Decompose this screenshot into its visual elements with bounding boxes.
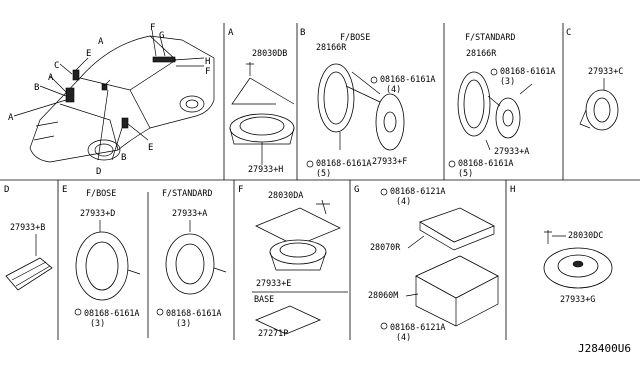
section-b-letter: B [300,28,305,38]
screw-qty-g-bottom: (4) [396,332,411,342]
diagram-code: J28400U6 [578,342,631,355]
speaker-label-27933a-e: 27933+A [172,208,207,218]
section-b2-title: F/STANDARD [465,32,515,42]
section-c: C 27933+C [566,28,623,131]
speaker-label-27933e: 27933+E [256,278,291,288]
screw-label-top-std: 08168-6161A [500,66,555,76]
speaker-label-27933a-b: 27933+A [494,146,529,156]
section-g: G 08168-6121A (4) 28070R 28060M 08168-61… [354,185,499,342]
car-callout-e1: E [86,49,91,59]
screw-label-g-bottom: 08168-6121A [390,322,445,332]
section-e-letter: E [62,185,67,195]
section-c-letter: C [566,28,571,38]
car-callout-b1: B [34,83,39,93]
section-h-letter: H [510,185,515,195]
screw-qty-e-bose: (3) [90,318,105,328]
car-callout-a3: A [98,37,104,47]
bolt-label-28030dc: 28030DC [568,230,603,240]
speaker-label-27933d: 27933+D [80,208,115,218]
screw-qty-g-top: (4) [396,196,411,206]
car-callout-d: D [96,167,101,177]
speaker-label-27933f: 27933+F [372,156,407,166]
pad-label-27271p: 27271P [258,328,288,338]
section-f: F 28030DA 27933+E BASE 27271P [238,185,341,338]
section-f-letter: F [238,185,243,195]
bracket-label-28166r-std: 28166R [466,48,497,58]
section-b-title: F/BOSE [340,32,370,42]
screw-label-e-std: 08168-6161A [166,308,221,318]
section-h: H 28030DC 27933+G [510,185,613,304]
car-callout-g: G [159,31,164,41]
speaker-label-27933h: 27933+H [248,164,283,174]
section-e-title: F/BOSE [86,188,116,198]
screw-label-e-bose: 08168-6161A [84,308,139,318]
car-callout-f1: F [150,23,155,33]
screw-label-bottom-bose: 08168-6161A [316,158,371,168]
car-callout-a1: A [48,73,54,83]
bolt-label-28030da: 28030DA [268,190,303,200]
screw-qty-bottom-bose: (5) [316,168,331,178]
screw-qty-top-std: (3) [500,76,515,86]
speaker-label-27933g: 27933+G [560,294,595,304]
section-d: D 27933+B [4,185,53,291]
screw-qty-e-std: (3) [176,318,191,328]
amp-label-28060m: 28060M [368,290,398,300]
car-callout-a2: A [8,113,14,123]
section-a: A 28030DB 27933+H [228,28,295,174]
section-b-bose: B F/BOSE 28166R 08168-6161A (4) 27933+F … [300,28,435,178]
car-callout-h: H [205,57,210,67]
car-callout-f2: F [205,67,210,77]
speaker-label-27933c: 27933+C [588,66,623,76]
section-g-letter: G [354,185,359,195]
base-title: BASE [254,294,274,304]
screw-qty-top-bose: (4) [386,84,401,94]
screw-label-g-top: 08168-6121A [390,186,445,196]
vehicle-overview: A B C A E A F G H F B E D [8,23,215,177]
screw-label-bottom-std: 08168-6161A [458,158,513,168]
bracket-label-28166r-bose: 28166R [316,42,347,52]
speaker-label-27933b: 27933+B [10,222,45,232]
section-e2-title: F/STANDARD [162,188,212,198]
bolt-label-28030db: 28030DB [252,48,287,58]
car-callout-e2: E [148,143,153,153]
car-callout-c: C [54,61,59,71]
section-a-letter: A [228,28,234,38]
screw-qty-bottom-std: (5) [458,168,473,178]
bracket-label-28070r: 28070R [370,242,401,252]
section-e-bose: E F/BOSE 27933+D 08168-6161A (3) [62,185,141,328]
section-dividers [0,23,640,340]
car-callout-b2: B [121,153,126,163]
section-e-standard: F/STANDARD 27933+A 08168-6161A (3) [156,188,227,328]
section-d-letter: D [4,185,9,195]
section-b-standard: F/STANDARD 28166R 08168-6161A (3) 27933+… [448,32,555,178]
screw-label-top-bose: 08168-6161A [380,74,435,84]
